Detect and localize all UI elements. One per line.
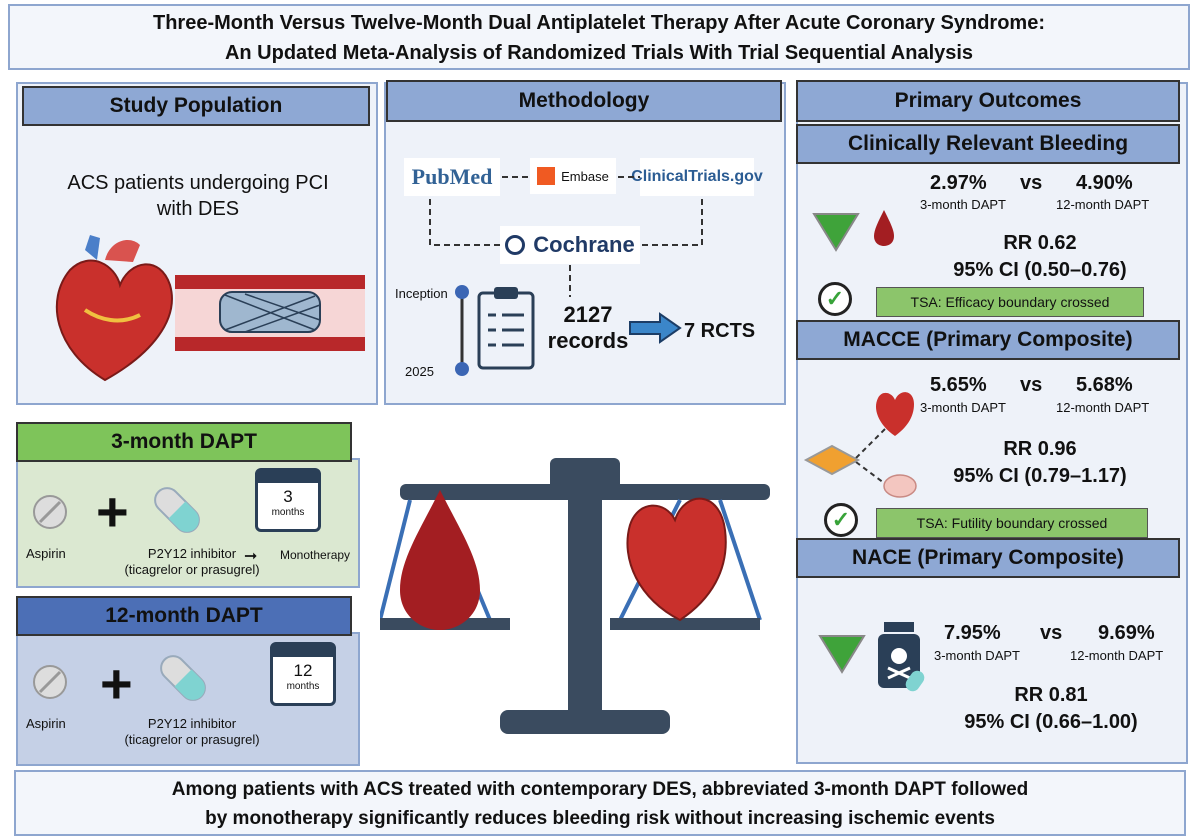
cochrane-icon	[505, 235, 526, 255]
plus-icon: +	[100, 652, 133, 715]
dapt12-calendar-number: 12	[293, 661, 313, 680]
study-population-header: Study Population	[22, 86, 370, 126]
macce-label-3m: 3-month DAPT	[920, 400, 1006, 415]
dapt12-p2y12-label: P2Y12 inhibitor (ticagrelor or prasugrel…	[92, 716, 292, 748]
embase-label: Embase	[561, 168, 609, 184]
page-title: Three-Month Versus Twelve-Month Dual Ant…	[8, 4, 1190, 70]
balance-scale-illustration	[380, 458, 770, 734]
macce-diagram	[803, 392, 917, 498]
conclusion-line-1: Among patients with ACS treated with con…	[171, 779, 1029, 800]
nace-vs: vs	[1040, 622, 1063, 644]
nace-stats: RR 0.81 95% CI (0.66–1.00)	[916, 682, 1186, 736]
bleeding-label-12m: 12-month DAPT	[1056, 197, 1150, 212]
conclusion-box: Among patients with ACS treated with con…	[14, 770, 1186, 836]
embase-square-icon	[537, 167, 556, 185]
check-icon: ✓	[818, 282, 852, 316]
dapt3-monotherapy-label: Monotherapy	[280, 548, 351, 562]
arrow-right-icon: ➞	[244, 548, 258, 565]
aspirin-icon	[33, 495, 67, 529]
study-population-text: ACS patients undergoing PCI with DES	[30, 170, 366, 222]
timeline-year: 2025	[405, 364, 434, 379]
macce-label-12m: 12-month DAPT	[1056, 400, 1150, 415]
nace-header: NACE (Primary Composite)	[796, 538, 1180, 578]
nace-label-12m: 12-month DAPT	[1070, 648, 1164, 663]
stent-icon	[175, 275, 365, 351]
clinicaltrials-logo: ClinicalTrials.gov	[631, 158, 763, 196]
records-number: 2127	[563, 302, 613, 327]
primary-outcomes-header: Primary Outcomes	[796, 80, 1180, 122]
dapt3-header: 3-month DAPT	[16, 422, 352, 462]
dapt3-p2y12-sub: (ticagrelor or prasugrel)	[124, 562, 260, 577]
check-icon: ✓	[824, 503, 858, 537]
timeline-inception: Inception	[395, 286, 448, 301]
dapt3-calendar-number: 3	[283, 487, 293, 506]
dapt3-aspirin-label: Aspirin	[26, 546, 66, 561]
dapt12-p2y12-name: P2Y12 inhibitor	[147, 716, 237, 731]
macce-tsa-badge: TSA: Futility boundary crossed	[876, 508, 1148, 538]
cochrane-label: Cochrane	[533, 232, 635, 257]
bleeding-ci: 95% CI (0.50–0.76)	[953, 259, 1127, 281]
clipboard-icon	[477, 287, 535, 370]
poison-bottle-icon	[878, 622, 925, 692]
brain-icon	[883, 474, 917, 498]
dapt12-aspirin-label: Aspirin	[26, 716, 66, 731]
nace-ci: 95% CI (0.66–1.00)	[964, 711, 1138, 733]
capsule-icon	[154, 487, 200, 533]
heart-icon	[55, 235, 173, 382]
title-line-1: Three-Month Versus Twelve-Month Dual Ant…	[153, 12, 1045, 34]
records-label: records	[547, 328, 629, 353]
macce-value-12m: 5.68%	[1076, 374, 1133, 396]
nace-label-3m: 3-month DAPT	[934, 648, 1020, 663]
down-arrow-icon	[818, 635, 866, 674]
dapt12-header: 12-month DAPT	[16, 596, 352, 636]
plus-icon: +	[96, 480, 129, 543]
dapt12-p2y12-sub: (ticagrelor or prasugrel)	[124, 732, 260, 747]
heart-icon	[626, 497, 727, 622]
dapt3-calendar-icon: 3 months	[255, 468, 321, 532]
heart-icon	[875, 392, 914, 436]
nace-rr: RR 0.81	[1014, 684, 1088, 706]
macce-header: MACCE (Primary Composite)	[796, 320, 1180, 360]
dapt3-calendar-unit: months	[271, 507, 305, 518]
records-count: 2127 records	[546, 302, 630, 354]
pubmed-logo: PubMed	[404, 158, 500, 196]
bleeding-header: Clinically Relevant Bleeding	[796, 124, 1180, 164]
nace-value-3m: 7.95%	[944, 622, 1001, 644]
study-line-2: with DES	[156, 198, 240, 220]
bleeding-tsa-badge: TSA: Efficacy boundary crossed	[876, 287, 1144, 317]
bleeding-value-12m: 4.90%	[1076, 172, 1133, 194]
blood-drop-icon	[400, 490, 480, 630]
capsule-icon	[160, 655, 206, 701]
title-line-2: An Updated Meta-Analysis of Randomized T…	[224, 42, 974, 64]
aspirin-icon	[33, 665, 67, 699]
macce-vs: vs	[1020, 374, 1043, 396]
bleeding-rr: RR 0.62	[1003, 232, 1077, 254]
dapt12-calendar-icon: 12 months	[270, 642, 336, 706]
embase-logo: Embase	[530, 158, 616, 194]
methodology-header: Methodology	[386, 80, 782, 122]
nace-value-12m: 9.69%	[1098, 622, 1155, 644]
study-line-1: ACS patients undergoing PCI	[67, 172, 329, 194]
bleeding-vs: vs	[1020, 172, 1043, 194]
methodology-connectors	[429, 176, 703, 376]
bleeding-label-3m: 3-month DAPT	[920, 197, 1006, 212]
dapt3-p2y12-name: P2Y12 inhibitor	[147, 546, 237, 561]
conclusion-line-2: by monotherapy significantly reduces ble…	[205, 808, 995, 829]
macce-rr: RR 0.96	[1003, 438, 1077, 460]
dapt12-calendar-unit: months	[286, 681, 320, 692]
cochrane-logo: Cochrane	[500, 226, 640, 264]
heart-stent-illustration	[55, 235, 365, 382]
dapt3-p2y12-label: P2Y12 inhibitor (ticagrelor or prasugrel…	[92, 546, 292, 578]
primary-outcomes-panel	[796, 82, 1188, 764]
down-arrow-icon	[812, 213, 860, 252]
rcts-count: 7 RCTS	[684, 320, 756, 342]
macce-value-3m: 5.65%	[930, 374, 987, 396]
bleeding-value-3m: 2.97%	[930, 172, 987, 194]
macce-stats: RR 0.96 95% CI (0.79–1.17)	[900, 436, 1180, 490]
macce-ci: 95% CI (0.79–1.17)	[953, 465, 1127, 487]
bleeding-stats: RR 0.62 95% CI (0.50–0.76)	[900, 230, 1180, 284]
blood-drop-icon	[874, 210, 894, 246]
diamond-icon	[803, 444, 861, 476]
